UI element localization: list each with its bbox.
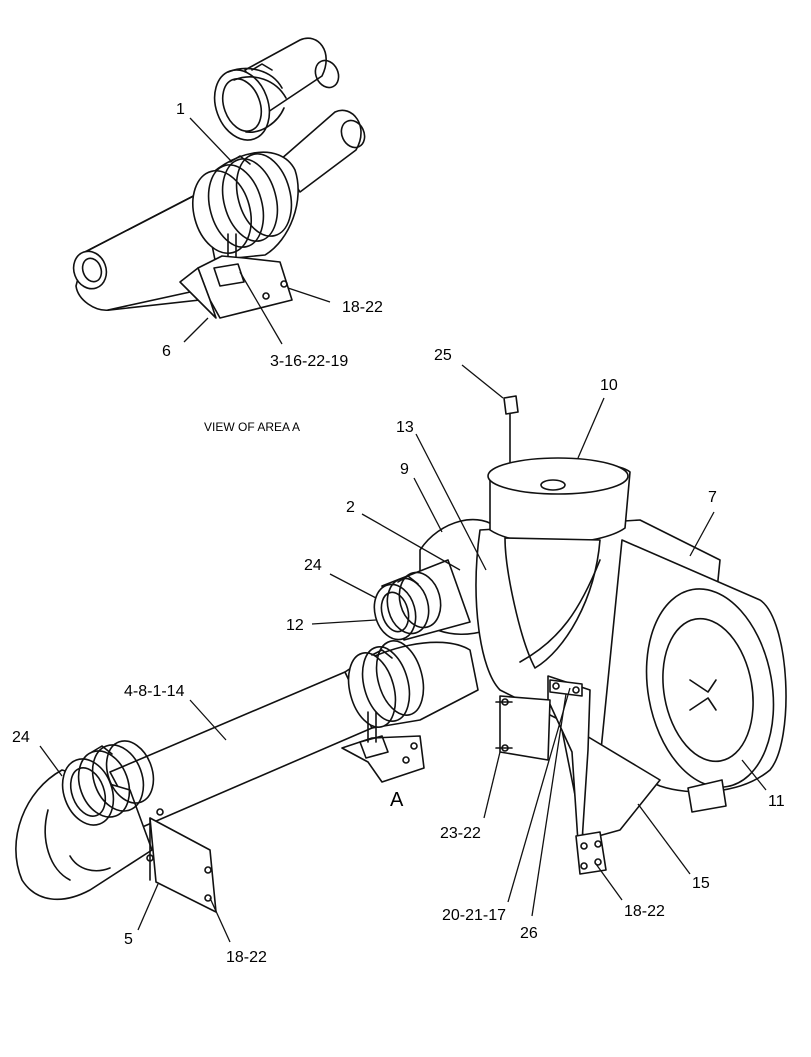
callout-2: 2 <box>346 499 355 516</box>
callout-13: 13 <box>396 419 414 436</box>
callout-18-22-right: 18-22 <box>624 903 665 920</box>
callout-12: 12 <box>286 617 304 634</box>
air-cleaner-assembly <box>15 395 787 913</box>
callout-6: 6 <box>162 343 171 360</box>
callout-23-22: 23-22 <box>440 825 481 842</box>
callout-24-mid: 24 <box>304 557 322 574</box>
callout-7: 7 <box>708 489 717 506</box>
callout-26: 26 <box>520 925 538 942</box>
leader-lines <box>39 117 767 943</box>
callout-20-21-17: 20-21-17 <box>442 907 506 924</box>
detail-view-area-a <box>72 37 366 319</box>
area-marker-a: A <box>390 789 404 811</box>
callout-11: 11 <box>768 793 785 810</box>
view-caption: VIEW OF AREA A <box>204 420 300 434</box>
callout-1: 1 <box>176 101 185 118</box>
callout-3-16-22-19: 3-16-22-19 <box>270 353 348 370</box>
callout-15: 15 <box>692 875 710 892</box>
callout-24-left: 24 <box>12 729 30 746</box>
callout-10: 10 <box>600 377 618 394</box>
callout-4-8-1-14: 4-8-1-14 <box>124 683 185 700</box>
callout-5: 5 <box>124 931 133 948</box>
callout-labels: 1 18-22 6 3-16-22-19 VIEW OF AREA A 25 1… <box>12 101 785 966</box>
callout-9: 9 <box>400 461 409 478</box>
callout-18-22-top: 18-22 <box>342 299 383 316</box>
callout-25: 25 <box>434 347 452 364</box>
callout-18-22-bottom: 18-22 <box>226 949 267 966</box>
